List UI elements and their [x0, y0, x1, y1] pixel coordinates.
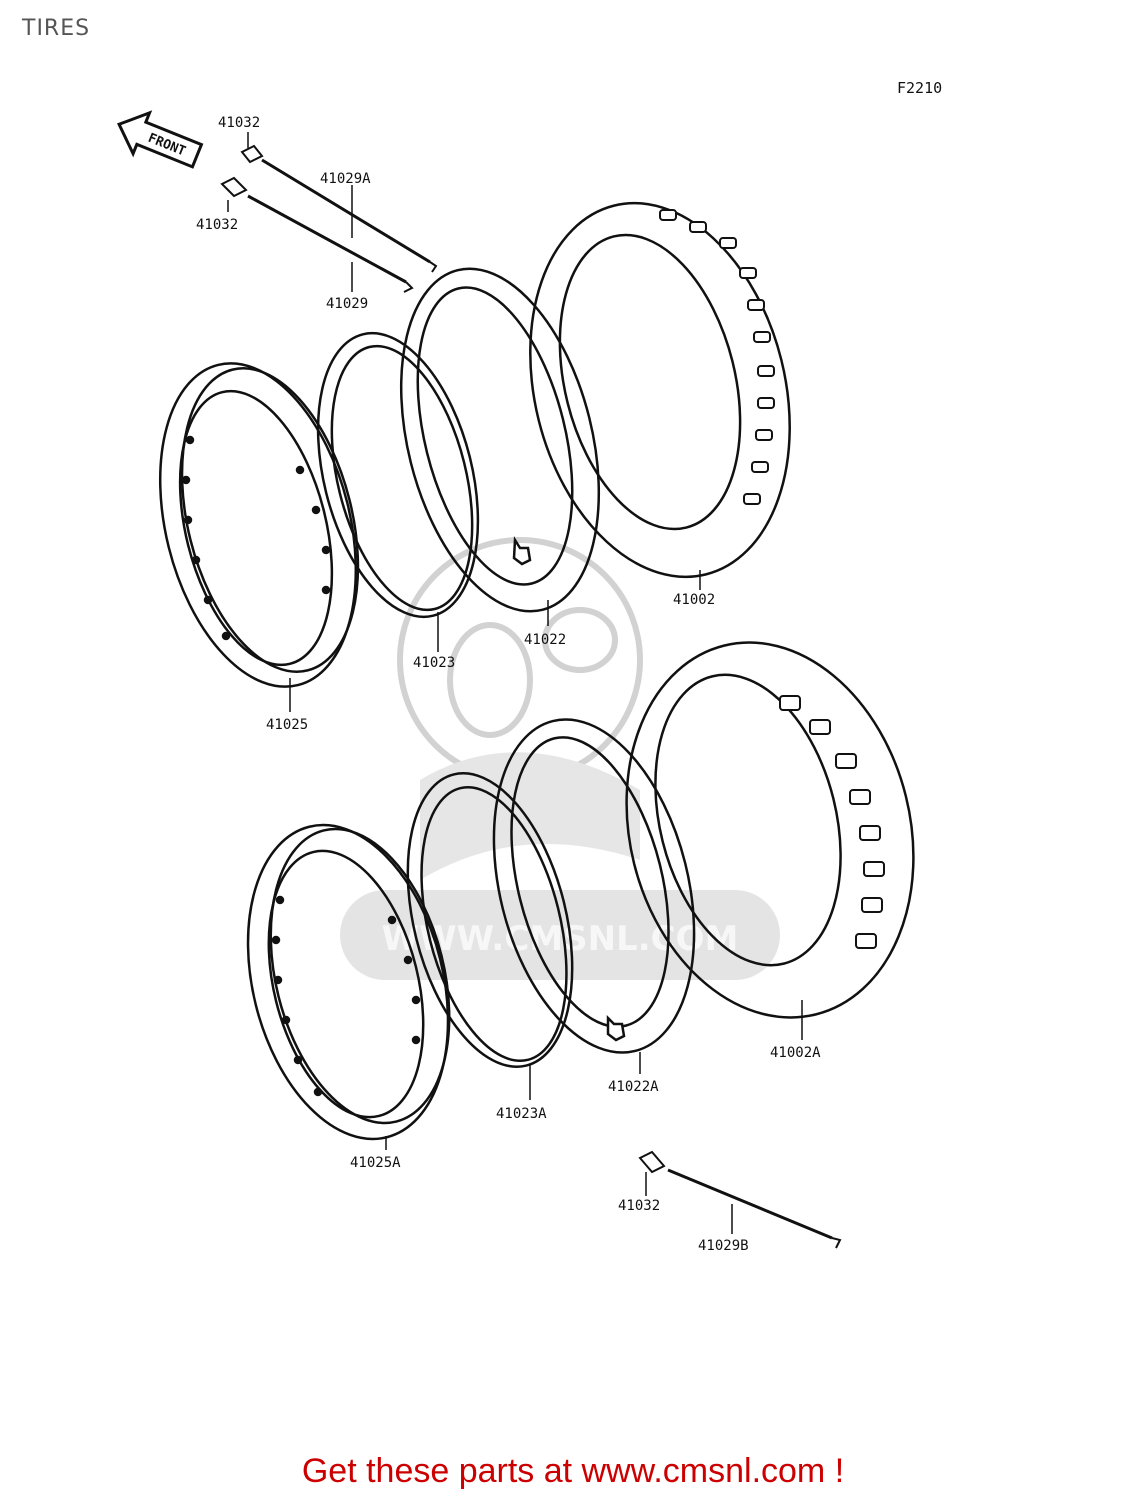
tire-rear-part	[625, 641, 915, 1019]
callout-tire-rear: 41002A	[770, 1045, 821, 1061]
valve-cap-middle-part	[220, 176, 248, 198]
figure-code: F2210	[897, 79, 942, 97]
valve-cap-upper-part	[240, 144, 264, 164]
callout-rim-band-front: 41023	[413, 655, 455, 671]
tire-front-part	[529, 201, 791, 579]
callout-valve-cap-middle: 41032	[196, 217, 238, 233]
spoke-b-part	[667, 1168, 833, 1240]
callout-rim-front: 41025	[266, 717, 308, 733]
callout-spoke-a: 41029A	[320, 171, 371, 187]
spoke-a-hook	[429, 261, 438, 273]
spoke-hook	[403, 281, 414, 293]
callout-tire-front: 41002	[673, 592, 715, 608]
page-title: TIRES	[22, 16, 91, 41]
rim-band-front-part	[316, 331, 480, 619]
rim-band-rear-part	[406, 772, 574, 1068]
callout-valve-cap-lower: 41032	[618, 1198, 660, 1214]
callout-rim-band-rear: 41023A	[496, 1106, 547, 1122]
valve-cap-lower-part	[638, 1150, 666, 1174]
callout-spoke: 41029	[326, 296, 368, 312]
callout-tube-front: 41022	[524, 632, 566, 648]
callout-tube-rear: 41022A	[608, 1079, 659, 1095]
callout-spoke-b: 41029B	[698, 1238, 749, 1254]
tube-front-part	[399, 267, 601, 613]
spoke-b-hook	[831, 1237, 842, 1249]
spoke-part	[247, 194, 407, 284]
tube-rear-part	[492, 718, 696, 1054]
callout-valve-cap-upper: 41032	[218, 115, 260, 131]
callout-rim-rear: 41025A	[350, 1155, 401, 1171]
front-arrow-icon: FRONT	[117, 110, 204, 169]
footer-link[interactable]: Get these parts at www.cmsnl.com !	[301, 1452, 845, 1490]
watermark	[340, 537, 780, 980]
rim-front-part	[158, 362, 360, 688]
spoke-a-part	[261, 158, 431, 264]
